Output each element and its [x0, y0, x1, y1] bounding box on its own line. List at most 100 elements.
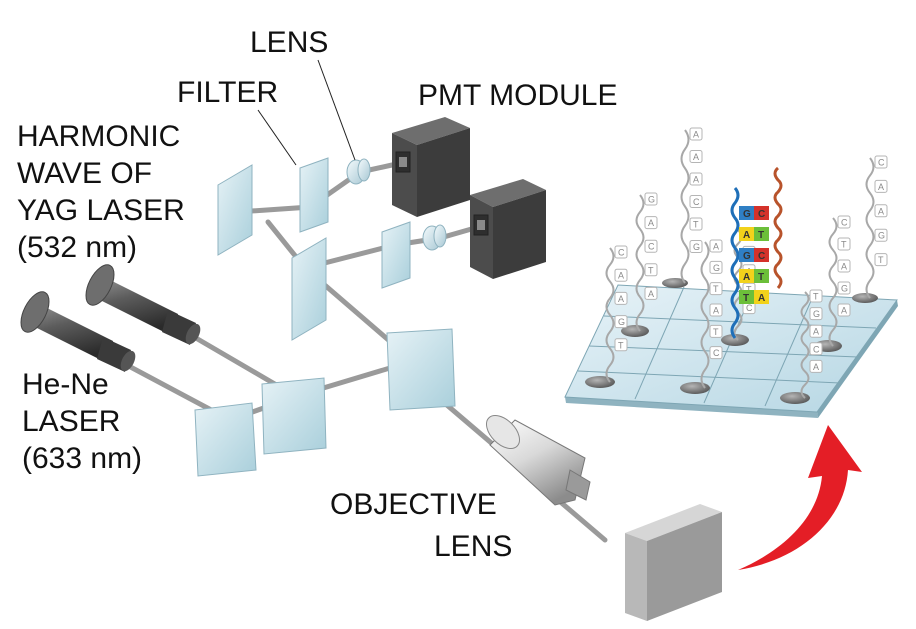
- nucleotide-box: [874, 228, 888, 242]
- yag-laser: [85, 264, 201, 345]
- nucleotide-letter: C: [841, 218, 848, 228]
- nucleotide-letter: T: [878, 255, 884, 265]
- nucleotide-letter: A: [618, 271, 624, 281]
- red-curved-arrow: [738, 425, 862, 570]
- nucleotide-letter: T: [746, 285, 752, 295]
- optics-plates: [194, 157, 456, 477]
- base-pair-letter: G: [743, 251, 751, 262]
- yag-label-line4: (532 nm): [17, 231, 138, 264]
- nucleotide-box: [644, 239, 658, 253]
- nucleotide-letter: T: [713, 284, 719, 294]
- nucleotide-box: [689, 195, 703, 208]
- nucleotide-box: [644, 286, 658, 300]
- nucleotide-box: [874, 204, 888, 218]
- nucleotide-letter: C: [813, 344, 820, 354]
- nucleotide-box: [689, 127, 703, 141]
- base-pair-block: [739, 248, 754, 262]
- nucleotide-box: [809, 307, 823, 321]
- hene-laser: [20, 291, 136, 372]
- base-pair-block: [754, 227, 769, 241]
- base-pair-block: [754, 269, 769, 283]
- nucleotide-box: [709, 324, 723, 338]
- leader-lines: [257, 59, 356, 166]
- nucleotide-letter: T: [618, 340, 624, 350]
- nucleotide-box: [644, 192, 658, 206]
- nucleotide-letter: G: [713, 263, 720, 273]
- nucleotide-box: [809, 324, 823, 338]
- filter-label: FILTER: [177, 76, 279, 109]
- base-pair-block: [739, 227, 754, 241]
- nucleotide-letter: A: [648, 289, 654, 299]
- nucleotide-letter: A: [841, 262, 847, 272]
- nucleotide-letter: A: [713, 242, 719, 252]
- base-pair-letter: T: [743, 293, 749, 304]
- base-pair-letter: A: [758, 293, 765, 304]
- lens-label: LENS: [250, 26, 329, 59]
- nucleotide-letter: A: [878, 206, 884, 216]
- probe-backbone: [700, 241, 710, 389]
- nucleotide-box: [614, 245, 628, 259]
- base-pair-block: [739, 290, 754, 304]
- base-pair-letter: C: [758, 209, 765, 220]
- base-pair-block: [754, 206, 769, 220]
- nucleotide-letter: A: [693, 130, 699, 140]
- nucleotide-letter: T: [713, 327, 719, 337]
- nucleotide-letter: A: [618, 294, 624, 304]
- nucleotide-box: [837, 237, 851, 251]
- nucleotide-box: [874, 179, 888, 193]
- nucleotide-letter: T: [693, 220, 699, 230]
- base-pair-letter: T: [758, 272, 764, 283]
- base-pair-letter: C: [758, 251, 765, 262]
- nucleotide-box: [809, 342, 823, 356]
- hene-label-line3: (633 nm): [22, 442, 143, 475]
- yag-label-line2: WAVE OF: [17, 157, 152, 190]
- nucleotide-box: [689, 217, 703, 231]
- nucleotide-letter: A: [813, 327, 819, 337]
- nucleotide-box: [709, 303, 723, 317]
- nucleotide-letter: C: [878, 158, 885, 168]
- duplex-strand-left: [730, 187, 740, 339]
- nucleotide-box: [614, 291, 628, 305]
- nucleotide-letter: A: [693, 175, 699, 185]
- filter-lower: [381, 221, 411, 289]
- nucleotide-box: [874, 155, 888, 169]
- nucleotide-box: [837, 259, 851, 273]
- nucleotide-box: [874, 253, 888, 267]
- nucleotide-letter: G: [813, 309, 820, 319]
- pmt-module-label: PMT MODULE: [418, 79, 618, 112]
- sample-block: [625, 504, 722, 621]
- yag-label-line3: YAG LASER: [17, 194, 185, 227]
- dichroic-mid: [291, 237, 327, 341]
- pmt-lenses: [346, 158, 447, 251]
- nucleotide-letter: A: [878, 182, 884, 192]
- objective-label-line2: LENS: [434, 530, 513, 563]
- probe-backbone: [828, 217, 838, 347]
- base-pair-block: [754, 290, 769, 304]
- nucleotide-letter: G: [878, 231, 885, 241]
- duplex-strand-right: [773, 166, 783, 289]
- nucleotide-letter: A: [841, 306, 847, 316]
- base-pair-block: [754, 248, 769, 262]
- nucleotide-letter: A: [813, 362, 819, 372]
- nucleotide-box: [709, 260, 723, 274]
- nucleotide-box: [709, 346, 723, 360]
- probe-backbone: [865, 157, 875, 299]
- nucleotide-box: [709, 239, 723, 253]
- vertical-beam: [265, 219, 403, 353]
- upper-beam: [234, 162, 395, 215]
- nucleotide-box: [689, 150, 703, 163]
- probe-backbone: [680, 129, 690, 284]
- lower-beam: [302, 225, 478, 271]
- nucleotide-box: [644, 263, 658, 277]
- objective-label-line1: OBJECTIVE: [330, 488, 497, 521]
- nucleotide-letter: C: [618, 248, 625, 258]
- yag-label-line1: HARMONIC: [17, 120, 181, 153]
- objective-lens: [486, 415, 591, 506]
